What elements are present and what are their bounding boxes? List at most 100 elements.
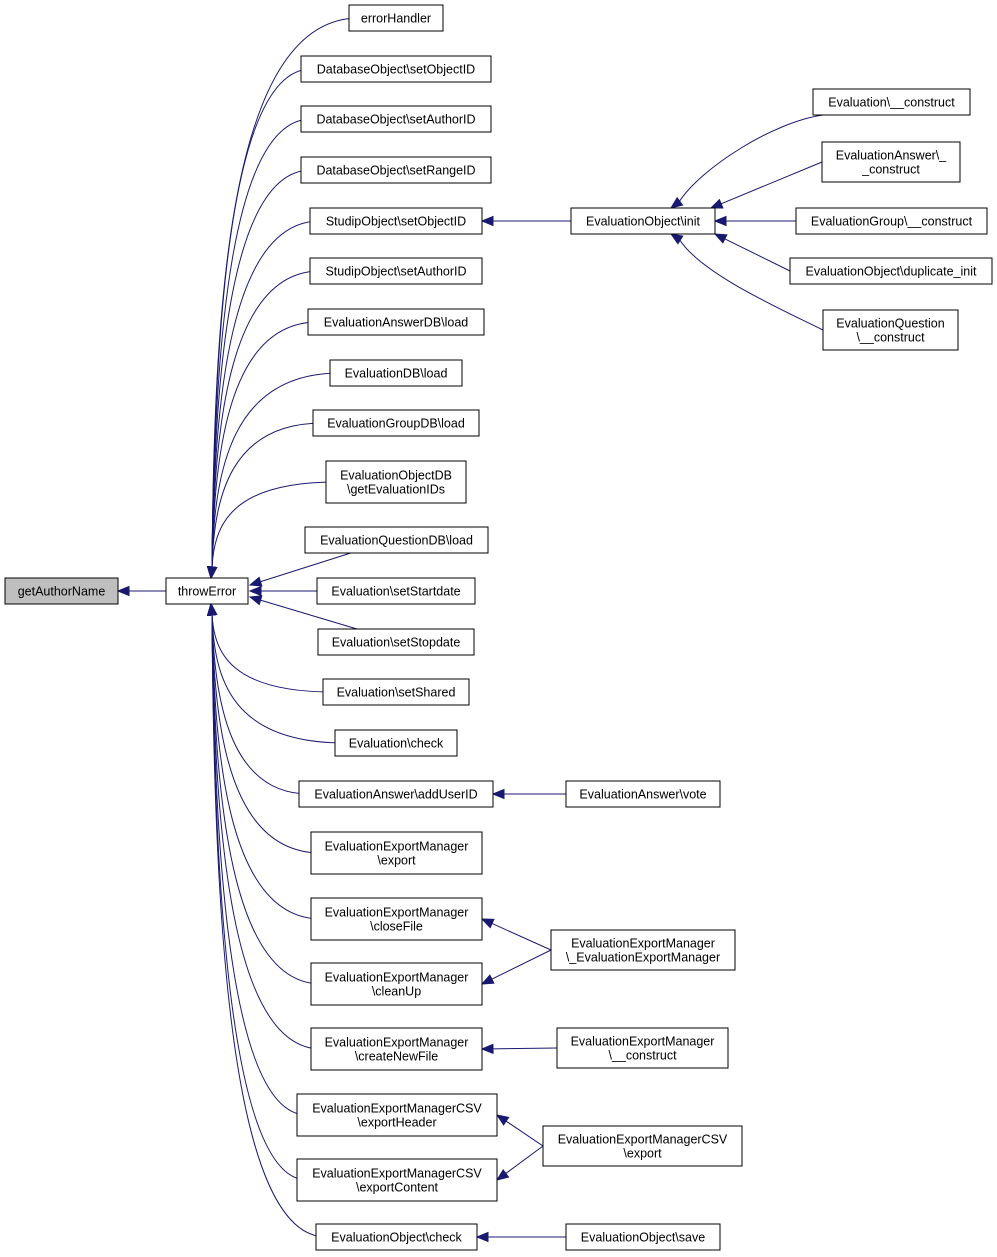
node-eo-init[interactable]: EvaluationObject\init — [570, 207, 716, 235]
node-getAuthorName[interactable]: getAuthorName — [4, 577, 119, 605]
node-label: EvaluationObject\save — [581, 1231, 705, 1245]
node-label: EvaluationDB\load — [345, 367, 448, 381]
edge-ea-construct-to-eo-init — [720, 161, 823, 205]
node-label: EvaluationObject\init — [586, 215, 700, 229]
node-box — [542, 1125, 743, 1167]
node-ea-addUserID[interactable]: EvaluationAnswer\addUserID — [298, 780, 494, 808]
node-eem-createNewFile[interactable]: EvaluationExportManager\createNewFile — [310, 1027, 483, 1071]
edge-eem-createNewFile-to-throwError — [211, 613, 322, 1050]
node-box — [565, 1223, 721, 1251]
node-label: EvaluationAnswer\_ — [836, 149, 948, 163]
node-eem-cleanUp[interactable]: EvaluationExportManager\cleanUp — [310, 962, 483, 1006]
edge-so-setAuthorID-to-throwError — [211, 270, 321, 569]
arrowhead — [713, 215, 727, 227]
arrowhead — [248, 585, 262, 597]
node-so-setAuthorID[interactable]: StudipObject\setAuthorID — [309, 257, 483, 285]
node-box — [789, 257, 993, 285]
node-eemcsv-exportHeader[interactable]: EvaluationExportManagerCSV\exportHeader — [296, 1093, 498, 1137]
node-box — [322, 678, 470, 706]
node-eem-closeFile[interactable]: EvaluationExportManager\closeFile — [310, 897, 483, 941]
edge-eemcsv-export-to-eemcsv-exportHeader — [505, 1120, 544, 1147]
node-box — [556, 1027, 729, 1069]
edge-edb-load-to-throwError — [211, 372, 341, 569]
node-box — [565, 780, 721, 808]
node-box — [795, 207, 988, 235]
edge-so-setObjectID-to-throwError — [211, 220, 321, 569]
node-box — [310, 962, 483, 1006]
node-box — [316, 577, 476, 605]
node-box — [812, 88, 971, 116]
edge-eqdb-load-to-throwError — [259, 552, 351, 583]
node-eem-destructor[interactable]: EvaluationExportManager\_EvaluationExpor… — [550, 929, 736, 971]
node-edb-load[interactable]: EvaluationDB\load — [329, 359, 463, 387]
node-ea-vote[interactable]: EvaluationAnswer\vote — [565, 780, 721, 808]
node-label: getAuthorName — [18, 585, 106, 599]
node-label: errorHandler — [361, 12, 431, 26]
node-label: _construct — [861, 163, 920, 177]
node-box — [165, 577, 249, 605]
node-throwError[interactable]: throwError — [165, 577, 249, 605]
node-ev-check[interactable]: Evaluation\check — [334, 729, 458, 757]
node-errorHandler[interactable]: errorHandler — [348, 4, 444, 32]
node-label: \_EvaluationExportManager — [566, 951, 720, 965]
node-label: EvaluationAnswer\vote — [579, 788, 706, 802]
arrowhead — [248, 576, 263, 587]
node-ea-construct[interactable]: EvaluationAnswer\__construct — [821, 141, 961, 183]
node-box — [325, 460, 467, 504]
node-label: EvaluationExportManagerCSV — [558, 1133, 728, 1147]
node-box — [300, 105, 492, 133]
node-box — [348, 4, 444, 32]
node-layer: getAuthorName throwError errorHandlerDatab… — [4, 4, 993, 1251]
node-label: \createNewFile — [355, 1050, 438, 1064]
edge-ev-setShared-to-throwError — [211, 613, 334, 693]
node-eo-duplicate-init[interactable]: EvaluationObject\duplicate_init — [789, 257, 993, 285]
arrowhead — [709, 198, 724, 209]
node-eg-construct[interactable]: EvaluationGroup\__construct — [795, 207, 988, 235]
node-box — [298, 780, 494, 808]
node-label: \getEvaluationIDs — [347, 483, 445, 497]
node-dbo-setAuthorID[interactable]: DatabaseObject\setAuthorID — [300, 105, 492, 133]
node-label: EvaluationExportManager — [325, 906, 469, 920]
node-dbo-setObjectID[interactable]: DatabaseObject\setObjectID — [300, 55, 492, 83]
node-eem-export[interactable]: EvaluationExportManager\export — [310, 831, 483, 875]
node-eo-check[interactable]: EvaluationObject\check — [315, 1223, 478, 1251]
node-dbo-setRangeID[interactable]: DatabaseObject\setRangeID — [300, 156, 492, 184]
edge-eem-destructor-to-eem-cleanUp — [490, 949, 552, 981]
node-eqdb-load[interactable]: EvaluationQuestionDB\load — [304, 526, 489, 554]
edge-eo-check-to-throwError — [211, 613, 327, 1238]
edge-ea-addUserID-to-throwError — [211, 613, 310, 795]
node-eemcsv-exportContent[interactable]: EvaluationExportManagerCSV\exportContent — [296, 1158, 498, 1202]
node-so-setObjectID[interactable]: StudipObject\setObjectID — [309, 207, 483, 235]
node-eem-construct[interactable]: EvaluationExportManager\__construct — [556, 1027, 729, 1069]
arrowhead — [480, 974, 495, 985]
node-box — [312, 409, 480, 437]
node-ev-setStopdate[interactable]: Evaluation\setStopdate — [317, 628, 475, 656]
node-ev-construct[interactable]: Evaluation\__construct — [812, 88, 971, 116]
node-label: \__construct — [856, 331, 925, 345]
arrowhead — [495, 1114, 510, 1126]
node-label: EvaluationExportManager — [325, 971, 469, 985]
edge-eemcsv-exportContent-to-throwError — [211, 613, 308, 1181]
node-eemcsv-export[interactable]: EvaluationExportManagerCSV\export — [542, 1125, 743, 1167]
node-eo-save[interactable]: EvaluationObject\save — [565, 1223, 721, 1251]
node-label: EvaluationAnswerDB\load — [324, 316, 469, 330]
node-label: Evaluation\setShared — [337, 686, 456, 700]
node-label: \closeFile — [370, 920, 423, 934]
node-ev-setShared[interactable]: Evaluation\setShared — [322, 678, 470, 706]
edge-eadb-load-to-throwError — [211, 321, 319, 569]
node-ev-setStartdate[interactable]: Evaluation\setStartdate — [316, 577, 476, 605]
node-label: DatabaseObject\setAuthorID — [316, 113, 475, 127]
node-eadb-load[interactable]: EvaluationAnswerDB\load — [307, 308, 485, 336]
node-egdb-load[interactable]: EvaluationGroupDB\load — [312, 409, 480, 437]
node-label: EvaluationExportManager — [571, 1035, 715, 1049]
node-label: \export — [377, 854, 416, 868]
node-eodb-getIDs[interactable]: EvaluationObjectDB\getEvaluationIDs — [325, 460, 467, 504]
node-label: EvaluationObject\duplicate_init — [806, 265, 977, 279]
node-box — [309, 257, 483, 285]
node-eq-construct[interactable]: EvaluationQuestion\__construct — [822, 309, 959, 351]
node-label: \cleanUp — [372, 985, 421, 999]
node-label: \exportHeader — [357, 1116, 436, 1130]
node-label: throwError — [178, 585, 236, 599]
node-box — [309, 207, 483, 235]
